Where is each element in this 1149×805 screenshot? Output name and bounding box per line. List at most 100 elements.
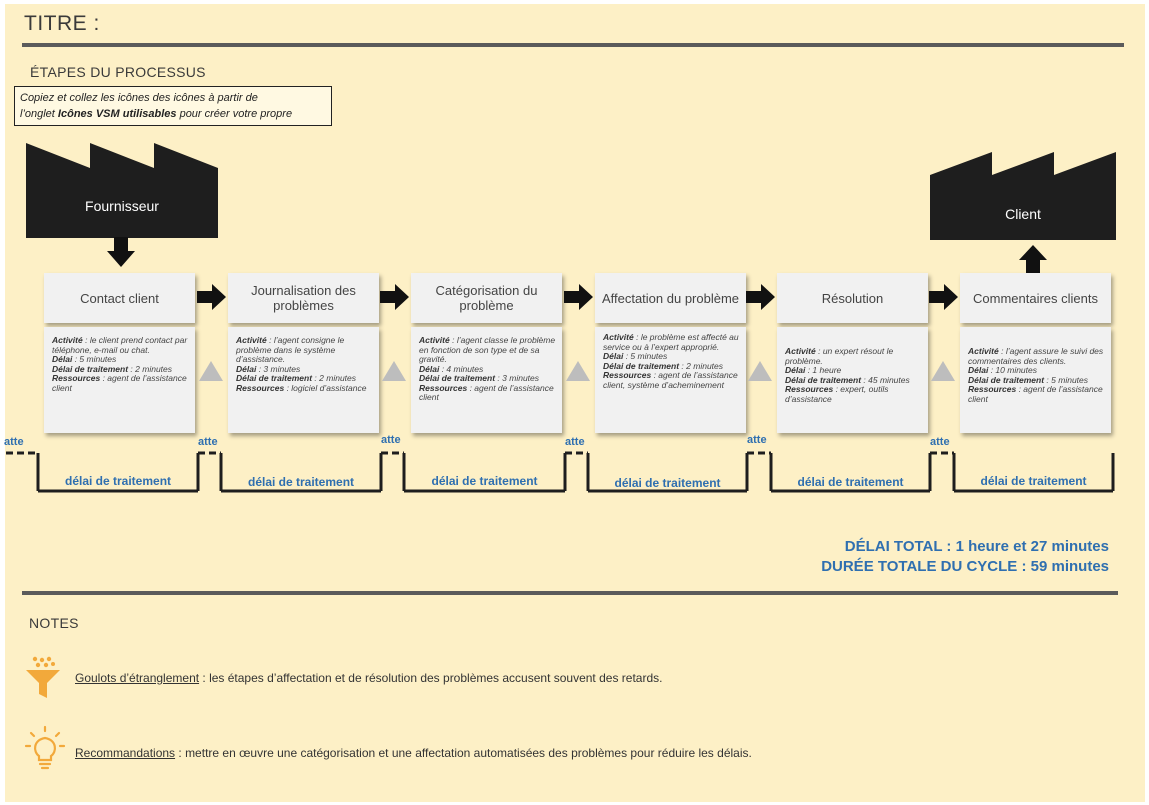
processing-time-label: délai de traitement [980,474,1087,488]
bottleneck-label: Goulots d’étranglement [75,671,200,685]
activity-row: Activité : l’agent assure le suivi des c… [968,346,1104,366]
inventory-triangle-icon [748,361,772,381]
inventory-triangle-icon [382,361,406,381]
wait-label: atte [565,436,585,448]
processing-label: Délai de traitement [52,363,129,374]
processing-time-label: délai de traitement [247,475,355,489]
activity-row: Activité : un expert résout le problème. [785,346,894,366]
processing-row: Délai de traitement : 2 minutes [603,360,724,371]
resources-value: logiciel d’assistance [291,382,367,393]
delay-label: Délai [419,363,440,374]
wait-label: atte [198,436,218,448]
resources-label: Ressources [968,384,1017,394]
step-box-categorisation: Catégorisation du problème [411,273,562,323]
processing-row: Délai de traitement : 2 minutes [236,373,357,383]
processing-row: Délai de traitement : 3 minutes [419,373,540,383]
inventory-triangle-icon [199,361,223,381]
activity-label: Activité [968,346,999,356]
total-cycle-time: DURÉE TOTALE DU CYCLE : 59 minutes [821,558,1109,575]
resources-row: Ressources : logiciel d’assistance [236,382,367,393]
processing-label: Délai de traitement [419,373,496,383]
resources-row: Ressources : expert, outils d’assistance [785,384,889,404]
processing-value: 5 minutes [1051,374,1089,385]
funnel-icon [26,656,60,698]
wait-label: atte [381,434,401,446]
notes-divider [22,591,1118,595]
processing-label: Délai de traitement [785,374,862,385]
wait-label: atte [930,436,950,448]
note-recommendation: Recommandations : mettre en œuvre une ca… [75,746,752,760]
activity-label: Activité [785,346,816,356]
activity-label: Activité [52,335,83,345]
process-heading: ÉTAPES DU PROCESSUS [30,64,206,80]
customer-up-arrow-icon [1019,245,1047,274]
step-box-affectation: Affectation du problème [595,273,746,323]
instruction-line2-post: pour créer votre propre [176,108,293,120]
supplier-label: Fournisseur [85,198,159,214]
customer-factory-icon [930,152,1116,240]
step-info-journalisation: Activité : l’agent consigne le problème … [228,327,379,433]
delay-value: 1 heure [812,365,842,375]
customer-label: Client [1005,206,1041,222]
step-info-affectation: Activité : le problème est affecté au se… [595,327,746,433]
resources-value: agent de l’assistance client [419,382,554,402]
activity-row: Activité : l’agent consigne le problème … [236,335,345,364]
instruction-line2-pre: l’onglet [20,108,58,120]
activity-text: l’agent consigne le problème dans le sys… [236,335,345,364]
activity-row: Activité : l’agent classe le problème en… [419,335,556,364]
processing-time-label: délai de traitement [431,474,538,488]
step-info-commentaires: Activité : l’agent assure le suivi des c… [960,327,1111,433]
delay-value: 10 minutes [995,365,1038,375]
resources-label: Ressources [419,382,468,393]
wait-label: atte [747,434,767,446]
delay-label: Délai [603,351,624,361]
activity-text: le problème est affecté au service ou à … [603,332,739,352]
step-name: Journalisation des problèmes [251,283,356,313]
processing-time-label: délai de traitement [797,475,904,489]
delay-row: Délai : 4 minutes [419,363,484,374]
step-name: Résolution [821,290,884,306]
resources-value: expert, outils d’assistance [785,384,889,404]
activity-text: le client prend contact par téléphone, e… [52,335,188,355]
delay-value: 5 minutes [630,351,668,361]
supplier-factory-icon [26,143,218,238]
notes-heading: NOTES [29,615,79,631]
delay-row: Délai : 5 minutes [52,354,117,364]
delay-value: 4 minutes [446,363,484,374]
resources-row: Ressources : agent de l’assistance clien… [968,384,1103,404]
step-box-commentaires: Commentaires clients [960,273,1111,323]
processing-label: Délai de traitement [603,360,680,371]
delay-label: Délai [52,354,73,364]
resources-label: Ressources [603,370,652,380]
template-canvas [5,4,1145,802]
total-lead-time: DÉLAI TOTAL : 1 heure et 27 minutes [844,538,1109,555]
push-arrow-icon [197,284,226,310]
processing-row: Délai de traitement : 2 minutes [52,363,173,374]
step-name: Affectation du problème [601,290,740,306]
wait-label: atte [4,436,24,448]
lightbulb-icon [24,725,66,770]
supplier-down-arrow-icon [107,237,135,267]
title-divider [22,43,1124,47]
timeline-ladder [6,451,1115,493]
step-info-contact-client: Activité : le client prend contact par t… [44,327,195,433]
activity-label: Activité [419,335,450,345]
resources-value: agent de l’assistance client [968,384,1103,404]
processing-label: Délai de traitement [968,374,1045,385]
bottleneck-text: : les étapes d’affectation et de résolut… [199,671,663,685]
activity-label: Activité [603,332,634,342]
inventory-triangle-icon [931,361,955,381]
resources-label: Ressources [52,373,101,383]
processing-value: 45 minutes [868,374,910,385]
resources-value: agent de l’assistance client, système d’… [603,370,738,390]
delay-label: Délai [236,363,257,374]
processing-value: 3 minutes [502,373,540,383]
processing-time-label: délai de traitement [64,474,172,488]
processing-value: 2 minutes [135,363,173,374]
step-info-resolution: Activité : un expert résout le problème.… [777,327,928,433]
instruction-line1: Copiez et collez les icônes des icônes à… [20,92,258,104]
processing-time-label: délai de traitement [614,476,721,490]
recommendation-label: Recommandations [75,746,176,760]
step-box-contact-client: Contact client [44,273,195,323]
